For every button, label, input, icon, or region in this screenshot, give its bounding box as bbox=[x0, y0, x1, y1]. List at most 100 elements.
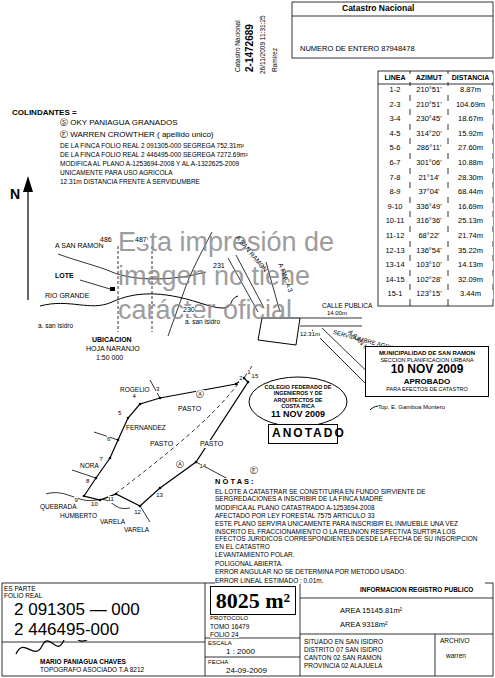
vertex-dot bbox=[247, 381, 250, 384]
plan-label: 102°28' bbox=[410, 276, 448, 285]
plan-label: ERROR LINEAL ESTIMADO : 0.01m. bbox=[215, 577, 485, 584]
plan-label: 1 : 2000 bbox=[226, 647, 255, 656]
plan-label: 15.92m bbox=[448, 130, 493, 139]
plan-label: Catastro Nacional bbox=[342, 4, 414, 14]
plan-label: MARIO PANIAGUA CHAVES bbox=[40, 658, 126, 665]
plan-label: 6-7 bbox=[380, 159, 410, 168]
vertex-dot bbox=[95, 477, 98, 480]
vertex-dot bbox=[195, 461, 198, 464]
plan-label: VARELA bbox=[100, 518, 125, 525]
vertex-dot bbox=[235, 383, 238, 386]
vertex-dot bbox=[109, 457, 112, 460]
plan-label: 12 bbox=[134, 509, 141, 516]
header-box bbox=[292, 2, 493, 58]
plan-label: 14-15 bbox=[380, 276, 410, 285]
plan-label: 10-11 bbox=[380, 217, 410, 226]
plan-label: ROGELIO bbox=[120, 386, 150, 393]
plan-label: 7-8 bbox=[380, 174, 410, 183]
plan-label: 1-2 bbox=[380, 86, 410, 95]
title-rule bbox=[435, 634, 436, 676]
plan-label: 10 bbox=[91, 501, 98, 508]
plan-label: UNICAMENTE PARA USO AGRICOLA bbox=[60, 169, 173, 176]
header-rule bbox=[292, 16, 493, 17]
plan-label: 8-9 bbox=[380, 188, 410, 197]
plan-label: 12.31m DISTANCIA FRENTE A SERVIDUMBRE bbox=[60, 178, 200, 185]
plan-label: 24-09-2009 bbox=[226, 666, 267, 675]
plan-label: 21°14' bbox=[410, 174, 448, 183]
plan-label: 5-6 bbox=[380, 144, 410, 153]
plan-label: 21.74m bbox=[448, 232, 493, 241]
title-rule bbox=[300, 634, 493, 635]
plan-label: Ⓐ bbox=[176, 460, 184, 469]
plan-label: 210°51' bbox=[410, 101, 448, 110]
plan-label: 16.69m bbox=[448, 203, 493, 212]
plan-label: 15-1 bbox=[380, 290, 410, 299]
stamp-text: 10 NOV 2009 bbox=[370, 363, 484, 377]
plan-label: UBICACION bbox=[92, 336, 132, 344]
table-rule bbox=[378, 84, 493, 85]
stamp-text: 8025 m² bbox=[213, 588, 293, 613]
title-rule bbox=[300, 598, 493, 599]
plan-label: 68°22' bbox=[410, 232, 448, 241]
plan-label: 7 bbox=[99, 456, 102, 463]
vertex-dot bbox=[117, 439, 120, 442]
plan-label: VARELA bbox=[124, 526, 149, 533]
plan-label: a. san isidro bbox=[38, 322, 73, 329]
plan-label: LOTE bbox=[55, 272, 74, 280]
plan-label: NORA bbox=[80, 462, 99, 469]
plan-label: N O T A S : bbox=[215, 478, 254, 487]
plan-label: POLIGONAL ABIERTA. bbox=[215, 560, 485, 567]
plan-label: 487 bbox=[135, 236, 147, 244]
north-arrow bbox=[27, 190, 28, 300]
stamp-text: PARA EFECTOS DE CATASTRO bbox=[370, 386, 484, 392]
plan-label: NUMERO DE ENTERO 87948478 bbox=[300, 45, 415, 54]
plan-label: CANTON 02 SAN RAMON bbox=[304, 654, 382, 661]
stamp-text: APROBADO bbox=[370, 377, 484, 386]
plan-label: 14.00m bbox=[327, 310, 347, 317]
plan-label: LINEA bbox=[380, 74, 410, 82]
stamp: ANOTADO bbox=[268, 424, 338, 444]
plan-label: Ⓔ bbox=[250, 466, 258, 475]
plan-label: Catastro Nacional bbox=[234, 20, 241, 72]
vertex-dot bbox=[159, 397, 162, 400]
plan-label: 32.09m bbox=[448, 276, 493, 285]
plan-label: 103°10' bbox=[410, 261, 448, 270]
plan-label: DISTRITO 07 SAN ISIDRO bbox=[304, 646, 383, 653]
vertex-dot bbox=[127, 417, 130, 420]
road bbox=[300, 318, 362, 326]
stamp: MUNICIPALIDAD DE SAN RAMONSECCION PLANIF… bbox=[365, 346, 489, 397]
plan-label: 6 bbox=[107, 436, 110, 443]
plan-label: 3.44m bbox=[448, 290, 493, 299]
plan-label: 316°36' bbox=[410, 217, 448, 226]
plan-label: 104.69m bbox=[448, 101, 493, 110]
leader-line bbox=[80, 280, 110, 289]
plan-label: 123°15' bbox=[410, 290, 448, 299]
plan-label: RIO GRANDE bbox=[45, 292, 89, 300]
plan-label: Ⓔ WARREN CROWTHER ( apellido unico) bbox=[60, 130, 214, 139]
title-rule bbox=[205, 657, 300, 658]
plan-label: PASTO bbox=[200, 440, 223, 448]
north-arrow-head bbox=[23, 176, 33, 192]
plan-label: 314°20' bbox=[410, 130, 448, 139]
plan-label: 11-12 bbox=[380, 232, 410, 241]
plan-label: 37°04' bbox=[410, 188, 448, 197]
plan-label: 1:50 000 bbox=[96, 354, 123, 362]
plan-label: TOMO 16479 bbox=[210, 623, 249, 630]
plan-label: EL LOTE A CATASTRAR SE CONSTITUIRA EN FU… bbox=[215, 488, 485, 503]
plan-label: 12-13 bbox=[380, 247, 410, 256]
plan-label: AREA 9318m² bbox=[340, 621, 388, 630]
plan-label: LEVANTAMIENTO POLAR. bbox=[215, 551, 485, 558]
title-rule bbox=[300, 583, 301, 676]
vertex-dot bbox=[115, 493, 118, 496]
plan-label: 336°49' bbox=[410, 203, 448, 212]
plan-label: COLINDANTES = bbox=[12, 108, 77, 117]
stamp-text: ANOTADO bbox=[272, 427, 334, 441]
stamp-ellipse bbox=[249, 377, 347, 427]
plan-label: 9 bbox=[74, 497, 77, 504]
plan-label: 1 bbox=[247, 369, 250, 376]
plan-label: 68.44m bbox=[448, 188, 493, 197]
plan-label: SITUADO EN SAN ISIDRO bbox=[304, 638, 383, 645]
plan-label: Top. E. Gamboa Montero bbox=[378, 404, 445, 411]
plan-label: 2 446495-000 bbox=[14, 620, 119, 640]
